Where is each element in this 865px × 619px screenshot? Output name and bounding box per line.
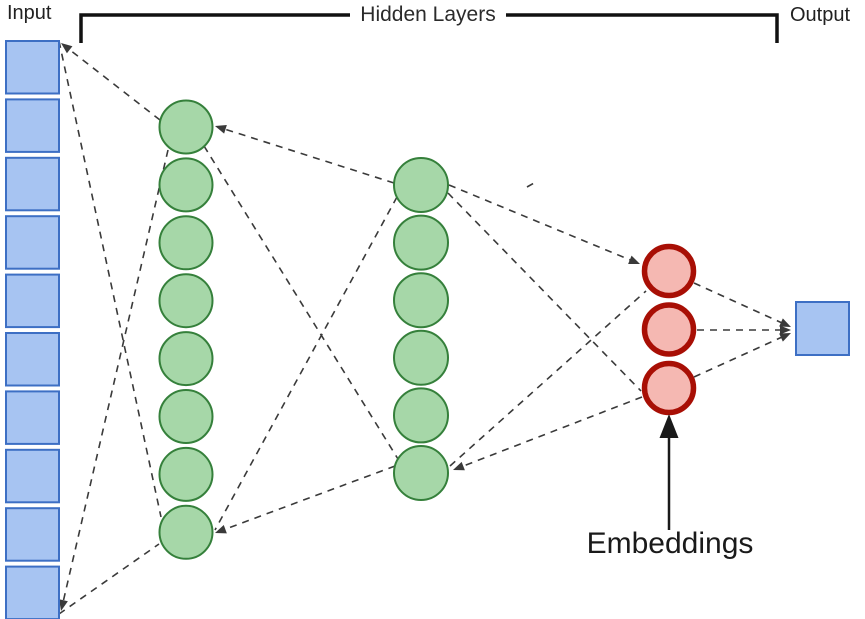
input-node: [5, 448, 60, 504]
connection-line: [58, 40, 162, 518]
input-node: [5, 332, 60, 387]
connection-arrowhead: [215, 524, 227, 534]
connection-arrowhead: [780, 325, 791, 335]
connection-line: [447, 192, 642, 392]
connection-line: [221, 465, 396, 532]
embeddings-arrow-head-icon: [659, 414, 679, 438]
hidden-node: [158, 446, 214, 502]
embedding-node: [641, 360, 697, 416]
connection-arrowhead: [779, 333, 791, 342]
hidden-node: [158, 157, 214, 213]
input-node: [5, 98, 60, 153]
embeddings-label: Embeddings: [586, 527, 754, 560]
connection-line: [203, 145, 399, 460]
input-label: Input: [7, 2, 52, 24]
hidden-layers-bracket: [79, 13, 779, 43]
hidden-node: [158, 99, 214, 155]
input-node: [5, 273, 60, 329]
hidden-layers-label: Hidden Layers: [360, 3, 496, 26]
hidden-node: [158, 504, 214, 560]
connection-line: [693, 282, 785, 325]
output-node: [795, 301, 850, 356]
connection-line: [61, 149, 169, 605]
connection-line: [214, 196, 398, 531]
connection-line: [221, 127, 395, 184]
hidden-node: [393, 387, 449, 444]
input-node: [5, 215, 60, 270]
connection-line: [58, 543, 160, 615]
hidden-node: [158, 215, 214, 271]
hidden-node: [393, 272, 449, 329]
connection-arrowhead: [453, 461, 465, 471]
input-node: [5, 156, 60, 212]
input-node: [5, 390, 60, 445]
connection-line: [459, 396, 643, 469]
hidden-node: [393, 157, 449, 213]
connection-line: [526, 182, 535, 188]
embedding-node: [641, 243, 697, 299]
connection-arrowhead: [61, 43, 73, 54]
hidden-node: [158, 273, 214, 329]
hidden-node: [158, 331, 214, 387]
input-node: [5, 40, 60, 95]
connection-line: [449, 290, 647, 467]
connection-arrowhead: [628, 255, 640, 264]
connection-arrowhead: [215, 125, 227, 134]
connection-arrowhead: [59, 599, 68, 611]
input-node: [5, 565, 60, 619]
output-label: Output: [790, 4, 851, 26]
hidden-node: [393, 214, 449, 271]
hidden-node: [158, 389, 214, 444]
embedding-node: [641, 302, 697, 357]
connection-line: [693, 335, 785, 378]
hidden-node: [393, 329, 449, 386]
connection-line: [66, 46, 161, 121]
input-node: [5, 507, 60, 562]
hidden-node: [393, 445, 449, 501]
connection-arrowhead: [779, 318, 791, 327]
